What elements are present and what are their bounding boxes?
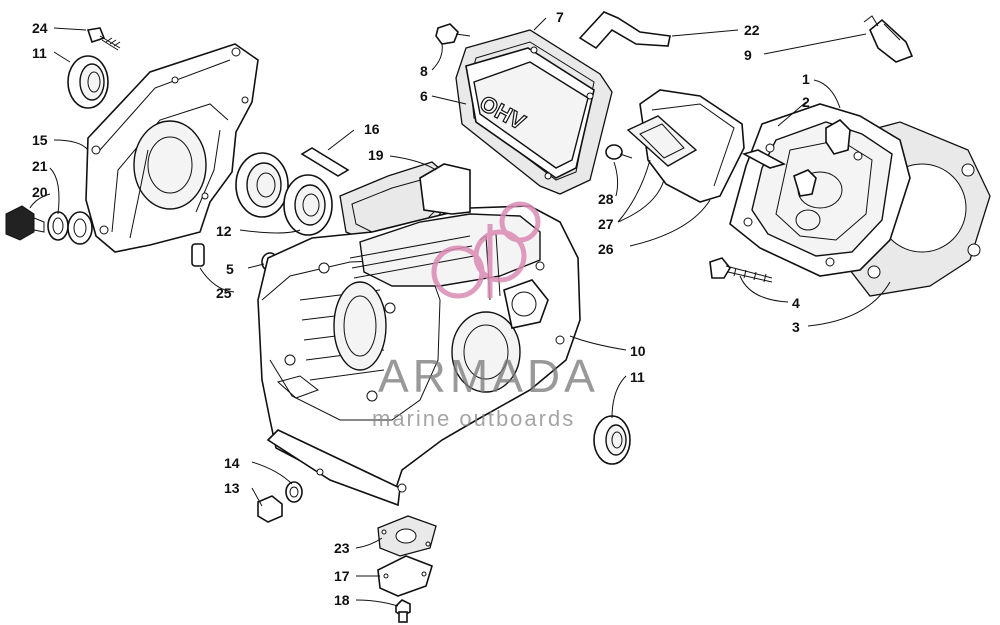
seal-11-right bbox=[593, 415, 631, 465]
callout-20: 20 bbox=[32, 184, 48, 200]
spark-plug-9 bbox=[863, 15, 914, 63]
callout-18: 18 bbox=[334, 592, 350, 608]
dowel-25 bbox=[191, 243, 205, 267]
breather-plate-27 bbox=[626, 115, 698, 167]
callout-16: 16 bbox=[364, 121, 380, 137]
callout-13: 13 bbox=[224, 480, 240, 496]
crankcase-cover bbox=[85, 43, 259, 253]
bolt-24 bbox=[86, 27, 121, 51]
callout-1: 1 bbox=[802, 71, 810, 87]
callout-8: 8 bbox=[420, 63, 428, 79]
leader-lines bbox=[29, 17, 891, 607]
valve-cover-6: OHV bbox=[465, 46, 595, 180]
bearings-12 bbox=[235, 152, 333, 236]
callout-7: 7 bbox=[556, 9, 564, 25]
callout-2: 2 bbox=[802, 94, 810, 110]
callout-19: 19 bbox=[368, 147, 384, 163]
watermark-logo-icon bbox=[431, 201, 541, 299]
callout-5: 5 bbox=[226, 261, 234, 277]
head-bolt-4 bbox=[709, 257, 773, 283]
watermark: ARMADA marine outboards bbox=[372, 201, 599, 431]
watermark-title: ARMADA bbox=[378, 350, 599, 402]
callout-21: 21 bbox=[32, 158, 48, 174]
callout-4: 4 bbox=[792, 295, 800, 311]
drain-plug-20 bbox=[5, 205, 45, 241]
gasket-23 bbox=[377, 515, 437, 557]
watermark-subtitle: marine outboards bbox=[372, 406, 575, 431]
hose-22 bbox=[578, 11, 671, 50]
plate-17 bbox=[377, 555, 433, 597]
callout-26: 26 bbox=[598, 241, 614, 257]
oil-seal-11-left bbox=[67, 55, 109, 109]
callout-11-right: 11 bbox=[630, 369, 645, 385]
callout-25: 25 bbox=[216, 285, 232, 301]
washer-21 bbox=[47, 211, 69, 241]
callout-11-left: 11 bbox=[32, 45, 47, 61]
callout-labels: 24 11 15 21 20 16 19 12 5 25 7 8 6 22 9 … bbox=[32, 9, 810, 608]
callout-10: 10 bbox=[630, 343, 646, 359]
callout-23: 23 bbox=[334, 540, 350, 556]
plug-13 bbox=[257, 495, 283, 523]
washer-14 bbox=[285, 481, 303, 503]
callout-14: 14 bbox=[224, 455, 240, 471]
pin-16 bbox=[300, 147, 350, 177]
callout-6: 6 bbox=[420, 88, 428, 104]
callout-15: 15 bbox=[32, 132, 48, 148]
callout-27: 27 bbox=[598, 216, 614, 232]
callout-3: 3 bbox=[792, 319, 800, 335]
callout-12: 12 bbox=[216, 223, 232, 239]
cylinder-head-1 bbox=[729, 103, 911, 277]
callout-24: 24 bbox=[32, 20, 48, 36]
bolt-18 bbox=[395, 599, 411, 623]
callout-9: 9 bbox=[744, 47, 752, 63]
screw-28 bbox=[605, 144, 633, 160]
callout-17: 17 bbox=[334, 568, 350, 584]
bolt-8 bbox=[435, 23, 471, 45]
oring-left bbox=[67, 211, 93, 245]
callout-22: 22 bbox=[744, 22, 760, 38]
callout-28: 28 bbox=[598, 191, 614, 207]
